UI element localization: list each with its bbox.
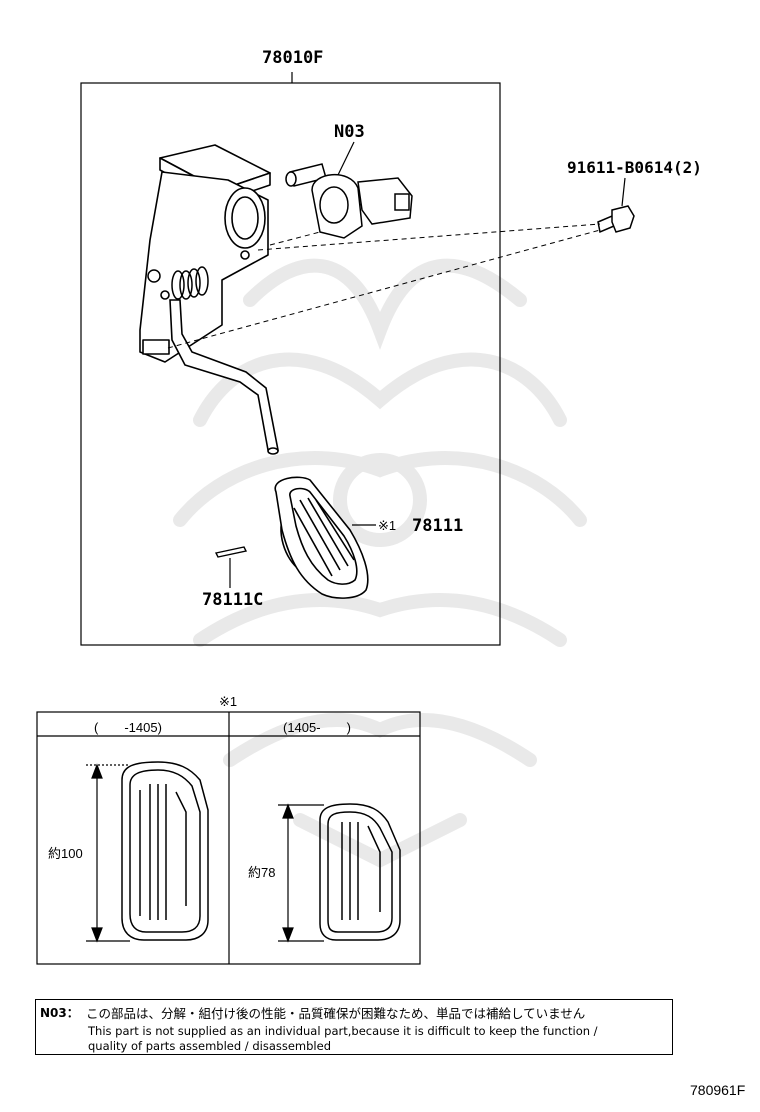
label-sensor-N03: N03 xyxy=(334,122,365,142)
label-pad-mark: ※1 xyxy=(378,518,397,533)
dim-new-value: 約78 xyxy=(248,865,276,880)
dim-old-value: 約100 xyxy=(48,846,83,861)
assembly-box xyxy=(80,82,501,646)
bolt-leader xyxy=(621,177,626,207)
bolt xyxy=(597,205,635,234)
pedal-arm xyxy=(169,299,279,455)
dim-new xyxy=(278,803,324,943)
dim-old xyxy=(86,763,130,943)
return-spring xyxy=(147,266,209,300)
label-bolt-91611: 91611-B0614(2) xyxy=(567,158,702,177)
label-pin-78111C: 78111C xyxy=(202,590,264,610)
pedal-pad xyxy=(274,476,369,599)
note-box: N03： この部品は、分解・組付け後の性能・品質確保が困難なため、単品では補給し… xyxy=(35,999,673,1055)
variant-right-header: (1405- ) xyxy=(283,720,351,735)
label-assembly-78010F: 78010F xyxy=(262,48,324,68)
note-en-2: quality of parts assembled / disassemble… xyxy=(88,1039,331,1053)
sensor-leader xyxy=(337,141,355,176)
figure-id: 780961F xyxy=(690,1082,746,1098)
pad-new-profile xyxy=(319,803,401,941)
note-code: N03： xyxy=(40,1006,79,1020)
pedal-position-sensor xyxy=(285,163,413,239)
variant-mark: ※1 xyxy=(219,694,238,709)
variant-table xyxy=(36,711,421,965)
variant-left-header: ( -1405) xyxy=(94,720,162,735)
watermark-helmet xyxy=(173,258,587,868)
pad-old-profile xyxy=(121,761,209,941)
dash-lines xyxy=(167,223,601,349)
note-jp: この部品は、分解・組付け後の性能・品質確保が困難なため、単品では補給していません xyxy=(86,1006,586,1021)
retaining-pin xyxy=(214,546,248,558)
label-pad-78111: 78111 xyxy=(412,516,464,536)
note-en-1: This part is not supplied as an individu… xyxy=(88,1024,598,1038)
pedal-bracket xyxy=(139,144,271,363)
